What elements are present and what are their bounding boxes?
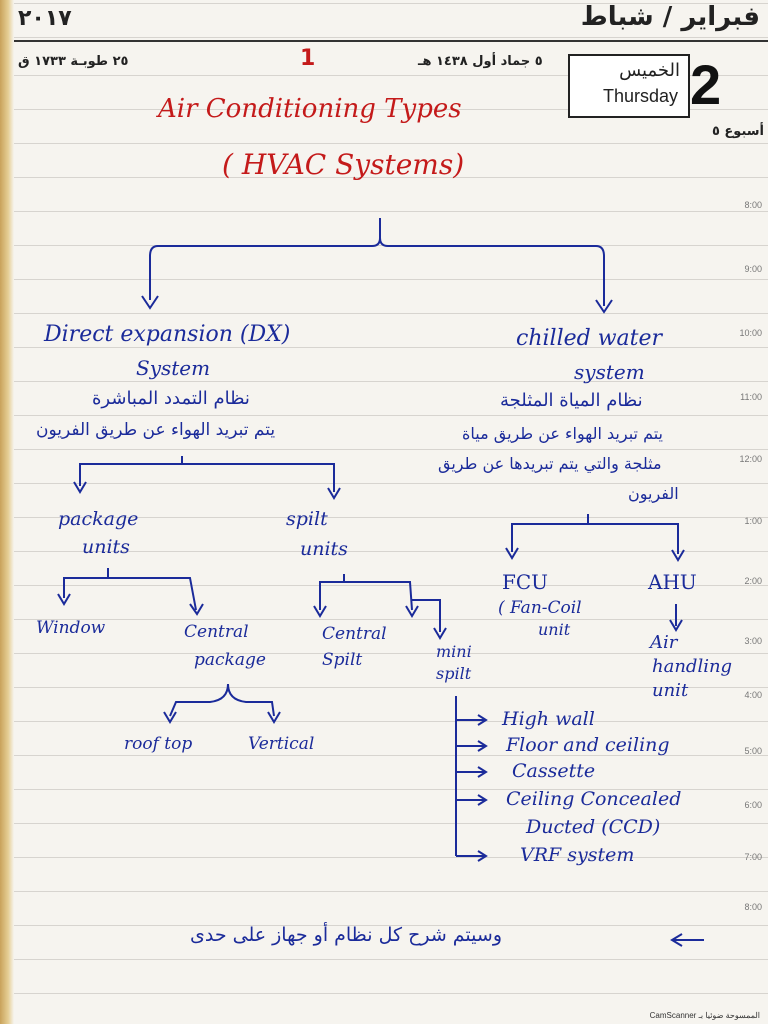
central-package-title: Central <box>184 622 249 642</box>
time-label: 11:00 <box>740 392 762 402</box>
cw-arabic-desc-2: مثلجة والتي يتم تبريدها عن طريق <box>438 454 662 473</box>
time-label: 7:00 <box>744 852 762 862</box>
time-label: 10:00 <box>739 328 762 338</box>
header-rule <box>14 40 768 42</box>
dx-arabic-desc: يتم تبريد الهواء عن طريق الفريون <box>36 420 276 440</box>
mini-type-cassette: Cassette <box>512 760 596 782</box>
month-title: فبراير / شباط <box>580 2 760 32</box>
fcu-unit-label: unit <box>538 620 571 639</box>
central-split-label: Spilt <box>322 650 363 670</box>
cw-arabic-title: نظام المياة المثلجة <box>500 390 643 411</box>
mini-type-high-wall: High wall <box>502 708 595 730</box>
ahu-sub-unit: unit <box>652 680 689 701</box>
package-units-title: package <box>58 508 139 530</box>
title-line-2: ( HVAC Systems) <box>222 148 465 181</box>
hijri-date: ٥ جماد أول ١٤٣٨ هـ <box>418 54 543 69</box>
title-line-1: Air Conditioning Types <box>158 94 462 124</box>
central-split-title: Central <box>322 624 387 644</box>
package-units-label: units <box>82 536 130 558</box>
cw-arabic-desc-1: يتم تبريد الهواء عن طريق مياة <box>462 424 663 443</box>
day-name-en: Thursday <box>602 86 678 106</box>
time-label: 12:00 <box>739 454 762 464</box>
dx-title: Direct expansion (DX) <box>44 322 291 347</box>
ahu-sub-handling: handling <box>652 656 733 677</box>
ahu-sub-air: Air <box>650 632 678 653</box>
dx-system-label: System <box>136 356 211 380</box>
time-label: 1:00 <box>744 516 762 526</box>
day-number: 2 <box>690 53 722 116</box>
mini-split-label: spilt <box>436 664 472 683</box>
time-label: 8:00 <box>744 902 762 912</box>
day-box: الخميس Thursday <box>568 54 690 118</box>
time-label: 6:00 <box>744 800 762 810</box>
mini-type-vrf: VRF system <box>520 844 635 866</box>
mini-type-floor-ceiling: Floor and ceiling <box>506 734 670 756</box>
page-binding <box>0 0 14 1024</box>
cw-system-label: system <box>574 360 645 384</box>
mini-type-ducted: Ducted (CCD) <box>526 816 661 838</box>
year: ٢٠١٧ <box>18 6 72 31</box>
cw-arabic-desc-3: الفريون <box>628 484 679 503</box>
footer-note: وسيتم شرح كل نظام أو جهاز على حدى <box>190 924 502 946</box>
scanner-watermark: CamScanner الممسوحة ضوئيا بـ <box>649 1011 760 1020</box>
time-label: 9:00 <box>744 264 762 274</box>
week-label: أسبوع ٥ <box>711 124 764 139</box>
fcu-subtitle: ( Fan-Coil <box>498 598 582 618</box>
page-number: 1 <box>300 46 316 71</box>
time-label: 4:00 <box>744 690 762 700</box>
fcu-title: FCU <box>502 570 549 594</box>
dx-arabic-title: نظام التمدد المباشرة <box>92 388 250 409</box>
day-name-ar: الخميس <box>619 60 680 81</box>
ahu-title: AHU <box>648 570 697 594</box>
time-label: 8:00 <box>744 200 762 210</box>
central-package-label: package <box>194 650 266 670</box>
cw-title: chilled water <box>516 326 663 351</box>
split-units-label: units <box>300 538 348 560</box>
rooftop-unit: roof top <box>124 734 193 754</box>
time-label: 3:00 <box>744 636 762 646</box>
mini-split-title: mini <box>436 642 472 661</box>
window-unit: Window <box>36 618 106 638</box>
mini-type-ceiling-concealed: Ceiling Concealed <box>506 788 682 810</box>
coptic-date: ٢٥ طوبـة ١٧٣٣ ق <box>18 54 129 69</box>
time-label: 5:00 <box>744 746 762 756</box>
split-units-title: spilt <box>286 508 328 530</box>
vertical-unit: Vertical <box>248 734 315 754</box>
time-label: 2:00 <box>744 576 762 586</box>
